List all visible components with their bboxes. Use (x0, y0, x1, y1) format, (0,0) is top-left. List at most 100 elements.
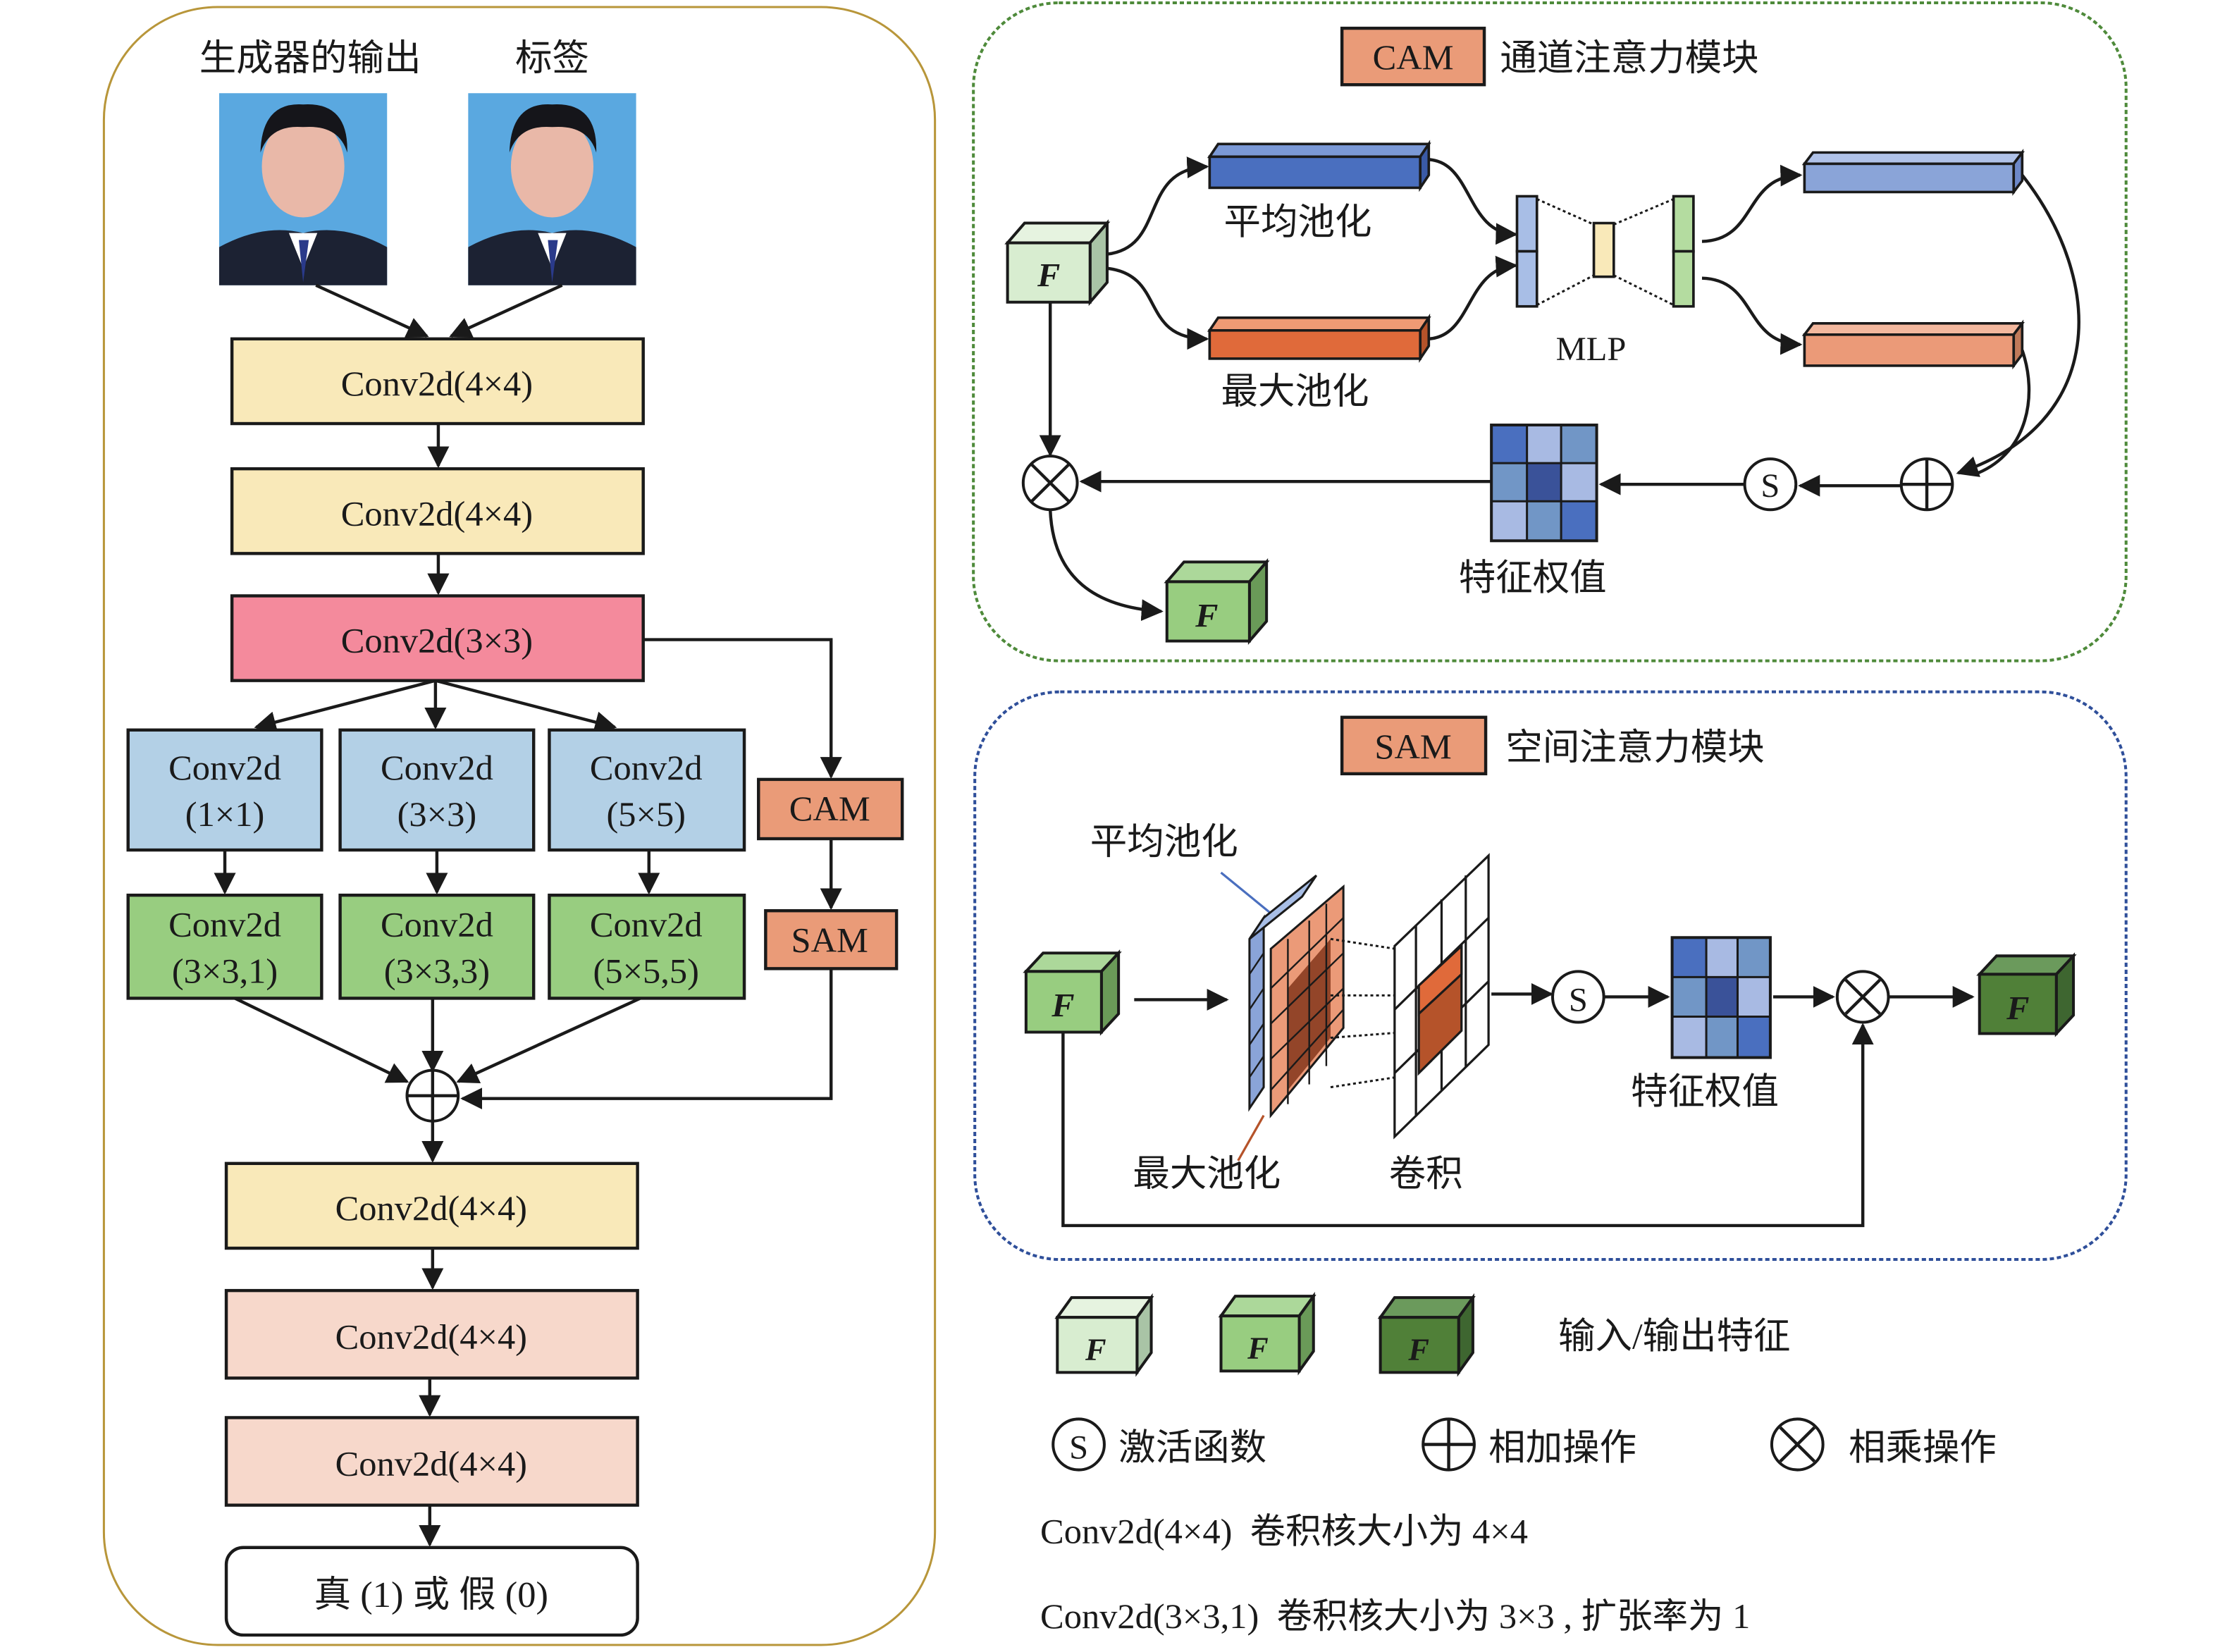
legend-multiply-label: 相乘操作 (1849, 1428, 1997, 1469)
sam-max-pool-map (1269, 884, 1345, 1118)
sam-avg-pool-map (1248, 874, 1318, 1112)
sam-avg-pool-label: 平均池化 (1090, 822, 1238, 863)
sam-weights-label: 特征权值 (1631, 1072, 1779, 1113)
legend-note-conv4x4: Conv2d(4×4) 卷积核大小为 4×4 (1040, 1512, 1528, 1551)
cam-input-feature-label: F (1037, 257, 1060, 295)
cam-max-pool-bar (1207, 313, 1431, 363)
conv-block-6-label: Conv2d(4×4) (335, 1444, 527, 1484)
conv-block-5: Conv2d(4×4) (224, 1288, 639, 1380)
sam-tag (1340, 715, 1488, 776)
cam-mlp (1515, 195, 1695, 308)
conv-block-6: Conv2d(4×4) (224, 1416, 639, 1507)
output-label: 真 (1) 或 假 (0) (314, 1574, 548, 1615)
sam-block: SAM (764, 909, 899, 970)
legend-add-icon (1422, 1417, 1476, 1472)
branch-2-conv: Conv2d (3×3) (338, 728, 536, 852)
cam-max-pool-label: 最大池化 (1221, 371, 1369, 412)
cam-title: 通道注意力模块 (1500, 38, 1758, 79)
legend-sigmoid-glyph: S (1069, 1429, 1088, 1467)
sam-conv-receptive-lines (1330, 937, 1424, 1089)
branch-3-dilated-label: Conv2d (590, 904, 703, 944)
conv-block-2: Conv2d(4×4) (230, 467, 645, 555)
sam-block-label: SAM (791, 920, 868, 959)
cam-avg-pool-label: 平均池化 (1224, 202, 1372, 243)
sam-conv-label: 卷积 (1389, 1154, 1463, 1195)
cam-mlp-label: MLP (1556, 331, 1627, 368)
conv-block-5-label: Conv2d(4×4) (335, 1317, 527, 1356)
sam-conv-layer (1393, 853, 1490, 1140)
sam-input-feature-label: F (1051, 987, 1074, 1025)
sam-title: 空间注意力模块 (1505, 727, 1764, 768)
sam-output-feature-label: F (2006, 990, 2029, 1028)
generator-output-label: 生成器的输出 (199, 38, 421, 79)
label-caption: 标签 (515, 38, 589, 79)
branch-2-conv-label: Conv2d (381, 748, 493, 787)
cam-tag (1340, 26, 1486, 87)
cam-max-output-bar (1801, 319, 2025, 370)
cam-sigmoid-icon: S (1743, 457, 1798, 512)
left-panel-border (102, 6, 937, 1646)
conv-block-1-label: Conv2d(4×4) (341, 364, 533, 403)
legend-feature-medium-glyph: F (1247, 1331, 1269, 1365)
branch-3-dilated-size: (5×5,5) (593, 951, 699, 991)
branch-1-dilated-label: Conv2d (168, 904, 281, 944)
conv-block-1: Conv2d(4×4) (230, 337, 645, 426)
generated-face-photo (218, 93, 388, 285)
legend-multiply-icon (1770, 1417, 1825, 1472)
cam-weights-label: 特征权值 (1459, 558, 1607, 599)
cam-block-label: CAM (789, 789, 870, 828)
legend-feature-medium: F (1218, 1291, 1316, 1376)
cam-avg-output-bar (1801, 148, 2025, 196)
cam-panel-border (972, 1, 2128, 662)
conv-block-3-label: Conv2d(3×3) (341, 621, 533, 660)
branch-3-dilated-conv: Conv2d (5×5,5) (548, 893, 746, 1000)
legend-feature-dark-glyph: F (1407, 1332, 1429, 1367)
conv-block-4: Conv2d(4×4) (224, 1161, 639, 1250)
discriminator-panel: 生成器的输出 标签 Conv2d(4×4) (102, 6, 937, 1646)
cam-output-feature-cube: F (1164, 557, 1270, 645)
branch-2-dilated-label: Conv2d (381, 904, 493, 944)
legend-features-label: 输入/输出特征 (1558, 1316, 1791, 1357)
legend-add-label: 相加操作 (1488, 1428, 1636, 1469)
branch-3-conv-label: Conv2d (590, 748, 703, 787)
cam-block: CAM (757, 777, 904, 841)
branch-1-conv-label: Conv2d (168, 748, 281, 787)
branch-2-dilated-conv: Conv2d (3×3,3) (338, 893, 536, 1000)
legend: F F F 输入/输出特征 S 激活函数 相加操作 (1040, 1291, 1997, 1636)
cam-input-feature-cube: F (1004, 219, 1111, 307)
legend-sigmoid-label: 激活函数 (1118, 1428, 1266, 1469)
branch-1-conv-size: (1×1) (185, 794, 265, 834)
cam-tag-label: CAM (1373, 37, 1454, 77)
legend-sigmoid-icon: S (1052, 1417, 1106, 1472)
branch-3-conv-size: (5×5) (606, 794, 686, 834)
legend-feature-dark: F (1377, 1293, 1476, 1377)
conv-block-3: Conv2d(3×3) (230, 594, 645, 682)
sam-input-feature-cube: F (1023, 949, 1122, 1036)
sam-max-pool-label: 最大池化 (1133, 1154, 1281, 1195)
legend-feature-light: F (1054, 1293, 1154, 1377)
add-operation-icon (405, 1068, 460, 1123)
cam-add-icon (1899, 457, 1954, 512)
cam-sigmoid-glyph: S (1760, 467, 1780, 505)
sam-sigmoid-icon: S (1550, 970, 1605, 1024)
branch-1-dilated-conv: Conv2d (3×3,1) (126, 893, 323, 1000)
sam-output-feature-cube: F (1976, 952, 2077, 1037)
cam-output-feature-label: F (1195, 598, 1218, 635)
branch-1-conv: Conv2d (1×1) (126, 728, 323, 852)
cam-panel: CAM 通道注意力模块 F 平均池化 最大池化 (972, 1, 2128, 662)
legend-note-conv3x3-dilated: Conv2d(3×3,1) 卷积核大小为 3×3 , 扩张率为 1 (1040, 1596, 1750, 1636)
branch-2-conv-size: (3×3) (397, 794, 477, 834)
sam-tag-label: SAM (1374, 727, 1451, 766)
branch-1-dilated-size: (3×3,1) (172, 951, 278, 991)
conv-block-2-label: Conv2d(4×4) (341, 493, 533, 533)
branch-3-conv: Conv2d (5×5) (548, 728, 746, 852)
cam-feature-weights-grid (1490, 424, 1598, 543)
conv-block-4-label: Conv2d(4×4) (335, 1188, 527, 1228)
label-face-photo (468, 93, 636, 285)
sam-panel: SAM 空间注意力模块 平均池化 F (973, 690, 2128, 1262)
sam-multiply-icon (1835, 970, 1890, 1024)
cam-multiply-icon (1021, 455, 1079, 512)
sam-avg-pool-pointer (1220, 871, 1271, 913)
output-real-or-fake: 真 (1) 或 假 (0) (224, 1546, 639, 1637)
